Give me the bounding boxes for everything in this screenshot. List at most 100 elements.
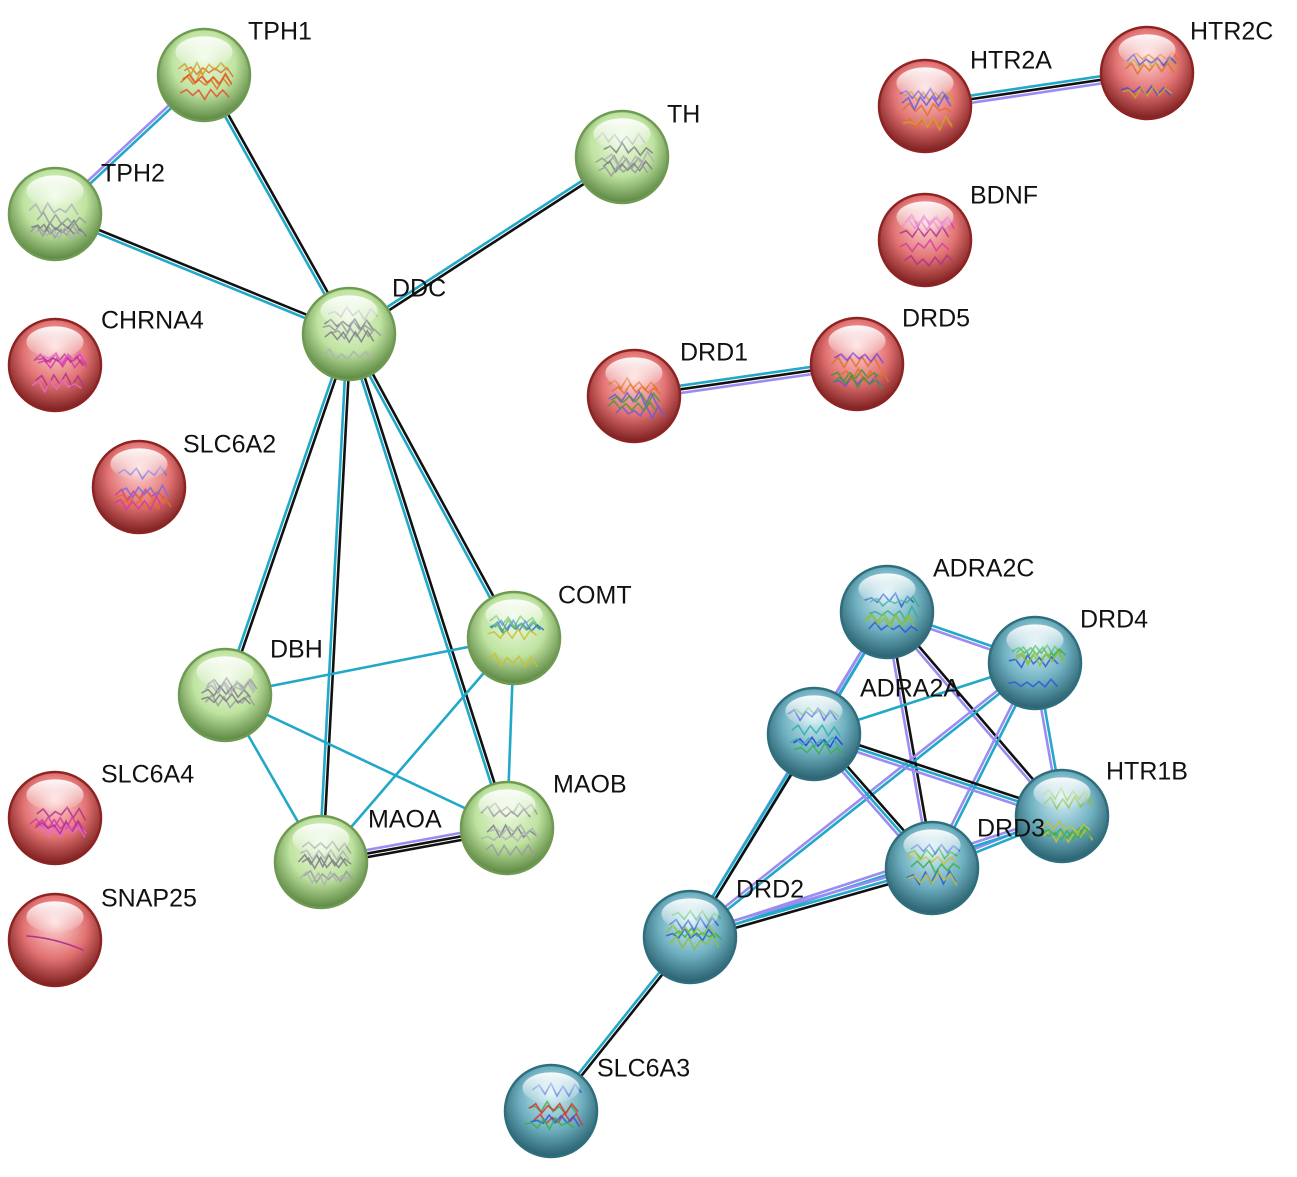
edge-line-cyan [345, 333, 507, 830]
node-layer [7, 25, 1195, 1159]
node-label-tph2: TPH2 [101, 160, 165, 188]
node-htr1b[interactable] [1014, 768, 1110, 864]
edge-line-cyan [689, 663, 1038, 940]
node-label-bdnf: BDNF [970, 182, 1038, 210]
node-th[interactable] [574, 109, 670, 205]
edge-line-cyan [201, 74, 349, 337]
protein-structure-icon [28, 201, 87, 241]
node-snap25[interactable] [7, 892, 103, 988]
protein-structure-icon [830, 351, 890, 390]
node-label-adra2a: ADRA2A [860, 675, 960, 703]
node-highlight [903, 829, 961, 861]
edge-line-cyan [223, 693, 509, 830]
node-adra2a[interactable] [766, 686, 862, 782]
node-maob[interactable] [459, 780, 555, 876]
node-label-tph1: TPH1 [248, 18, 312, 46]
node-label-th: TH [667, 101, 700, 129]
node-drd5[interactable] [809, 316, 905, 412]
edge-ddc-maob [345, 332, 511, 830]
edge-comt-maoa [319, 636, 516, 864]
node-highlight [26, 326, 84, 358]
edge-drd4-drd2 [687, 660, 1038, 940]
node-label-snap25: SNAP25 [101, 885, 197, 913]
node-tph2[interactable] [7, 166, 103, 262]
node-highlight [858, 573, 916, 605]
edge-ddc-dbh [222, 332, 353, 697]
edge-ddc-maoa [317, 332, 353, 864]
node-htr2c[interactable] [1099, 25, 1195, 121]
edge-tph2-ddc [52, 211, 352, 338]
edge-line-cyan [52, 214, 350, 338]
node-label-htr1b: HTR1B [1106, 758, 1188, 786]
protein-structure-icon [29, 805, 87, 839]
node-label-maoa: MAOA [368, 806, 442, 834]
edge-line-cyan [319, 636, 516, 864]
node-comt[interactable] [466, 590, 562, 686]
node-dbh[interactable] [177, 647, 273, 743]
node-label-slc6a3: SLC6A3 [597, 1055, 690, 1083]
edge-line-cyan [223, 636, 516, 697]
node-label-comt: COMT [558, 582, 632, 610]
node-drd2[interactable] [642, 889, 738, 985]
node-label-htr2c: HTR2C [1190, 18, 1273, 46]
node-slc6a2[interactable] [91, 439, 187, 535]
node-highlight [175, 36, 233, 68]
edge-dbh-comt [223, 636, 516, 697]
edge-line-black [349, 331, 517, 639]
protein-structure-icon [178, 60, 234, 101]
node-highlight [485, 599, 543, 631]
protein-structure-icon [31, 349, 88, 394]
edge-line-cyan [346, 154, 623, 334]
edge-line-cyan [317, 332, 349, 864]
edge-line-black [349, 332, 511, 829]
node-highlight [661, 898, 719, 930]
node-label-chrna4: CHRNA4 [101, 307, 204, 335]
edge-line-cyan [222, 332, 349, 696]
node-label-drd4: DRD4 [1080, 606, 1148, 634]
node-htr2a[interactable] [877, 58, 973, 154]
edge-line-black [204, 72, 352, 335]
node-highlight [605, 357, 663, 389]
node-label-adra2c: ADRA2C [933, 555, 1034, 583]
node-highlight [292, 823, 350, 855]
edge-dbh-maob [223, 693, 509, 830]
edge-th-ddc [346, 154, 625, 337]
node-label-maob: MAOB [553, 771, 627, 799]
edge-line-black [54, 211, 352, 334]
edge-ddc-comt [346, 331, 517, 641]
edge-line-black [348, 157, 625, 337]
node-maoa[interactable] [273, 814, 369, 910]
edge-line-cyan [346, 333, 514, 641]
node-ddc[interactable] [301, 286, 397, 382]
node-highlight [26, 779, 84, 811]
node-highlight [1006, 624, 1064, 656]
node-label-drd1: DRD1 [680, 339, 748, 367]
node-highlight [522, 1072, 580, 1104]
node-highlight [1118, 34, 1176, 66]
node-highlight [478, 789, 536, 821]
node-highlight [196, 656, 254, 688]
node-highlight [593, 118, 651, 150]
node-highlight [896, 201, 954, 233]
node-drd4[interactable] [987, 615, 1083, 711]
node-chrna4[interactable] [7, 317, 103, 413]
protein-structure-icon [26, 935, 84, 951]
edge-tph1-ddc [201, 72, 352, 337]
node-highlight [828, 325, 886, 357]
node-slc6a3[interactable] [503, 1063, 599, 1159]
node-highlight [785, 695, 843, 727]
node-label-slc6a2: SLC6A2 [183, 431, 276, 459]
node-highlight [896, 67, 954, 99]
node-adra2c[interactable] [839, 564, 935, 660]
node-label-ddc: DDC [392, 275, 446, 303]
node-label-htr2a: HTR2A [970, 47, 1052, 75]
edge-line-black [321, 332, 353, 864]
node-bdnf[interactable] [877, 192, 973, 288]
node-highlight [1033, 777, 1091, 809]
node-drd3[interactable] [884, 820, 980, 916]
node-slc6a4[interactable] [7, 770, 103, 866]
node-tph1[interactable] [156, 27, 252, 123]
node-label-slc6a4: SLC6A4 [101, 761, 194, 789]
node-drd1[interactable] [586, 348, 682, 444]
